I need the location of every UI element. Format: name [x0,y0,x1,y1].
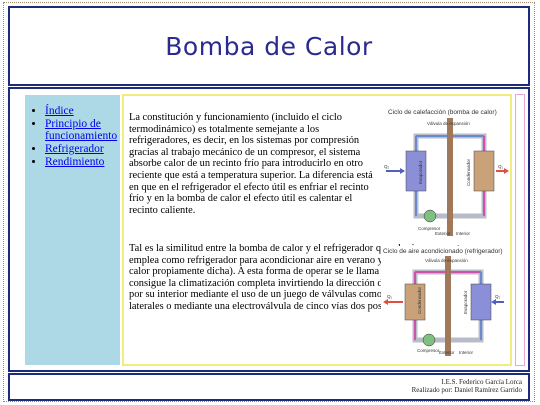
valve-label: Válvula de expansión [425,258,468,263]
cooling-cycle-diagram: Ciclo de aire acondicionado (refrigerado… [381,246,506,356]
nav-link-rendimiento[interactable]: Rendimiento [45,156,105,168]
heat-in-arrowhead-icon [400,168,405,174]
nav-item: Principio de funcionamiento [45,118,120,142]
page-frame [3,2,535,402]
heating-cycle-diagram: Ciclo de calefacción (bomba de calor) Ev… [380,106,510,236]
content-panel: La constitución y funcionamiento (inclui… [122,94,512,366]
exterior-label: Exterior [439,350,455,355]
school-name: I.E.S. Federico García Lorca [441,378,522,386]
wall-divider [445,256,451,356]
author-credit: Realizado por: Daniel Ramírez Garrido [411,386,522,394]
condenser-label: Condensador [417,286,422,314]
nav-list: Índice Principio de funcionamiento Refri… [25,105,120,168]
nav-item: Refrigerador [45,143,120,155]
nav-link-principio[interactable]: Principio de funcionamiento [45,118,118,142]
heat-out-label: Q₁ [387,294,393,299]
side-panel [515,94,525,366]
evaporator-label: Evaporador [463,290,468,314]
header: Bomba de Calor [8,6,530,86]
evaporator-coil [405,150,427,192]
interior-label: Interior [456,231,471,236]
nav-link-indice[interactable]: Índice [45,105,74,117]
exterior-label: Exterior [435,231,451,236]
compressor-icon [422,333,436,347]
nav-link-refrigerador[interactable]: Refrigerador [45,143,104,155]
sidebar-nav: Índice Principio de funcionamiento Refri… [25,95,120,365]
heat-in-label: Q₂ [384,164,390,169]
heat-in-arrowhead-icon [491,299,496,305]
valve-label: Válvula de expansión [427,121,470,126]
page-title: Bomba de Calor [165,31,373,61]
condenser-coil [404,283,426,321]
nav-item: Índice [45,105,120,117]
paragraph-1: La constitución y funcionamiento (inclui… [129,112,373,216]
evaporator-label: Evaporador [418,160,423,184]
footer: I.E.S. Federico García Lorca Realizado p… [8,373,530,401]
compressor-label: Compresor [418,226,441,231]
heat-in-label: Q₂ [495,294,501,299]
compressor-label: Compresor [417,348,440,353]
paragraph-2: Tal es la similitud entre la bomba de ca… [129,243,503,312]
interior-label: Interior [459,350,474,355]
heat-out-arrowhead-icon [383,299,388,305]
figure-title: Ciclo de aire acondicionado (refrigerado… [383,248,503,255]
nav-item: Rendimiento [45,156,120,168]
heat-out-arrowhead-icon [504,168,509,174]
heat-out-label: Q₁ [498,164,504,169]
wall-divider [447,118,453,236]
evaporator-coil [470,283,492,321]
condenser-coil [473,150,495,192]
compressor-icon [423,209,437,223]
condenser-label: Condensador [466,158,471,186]
figure-title: Ciclo de calefacción (bomba de calor) [388,109,497,116]
credits: I.E.S. Federico García Lorca Realizado p… [412,378,522,394]
main-section: Índice Principio de funcionamiento Refri… [8,87,530,372]
